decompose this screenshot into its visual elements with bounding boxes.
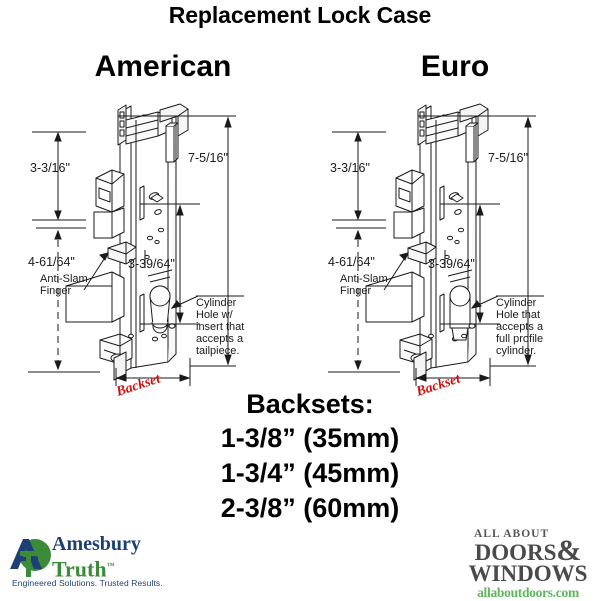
callout-euro-cyl-l1: Cylinder — [496, 297, 537, 309]
ampersand-glyph: & — [556, 534, 582, 567]
amesbury-line1: Amesbury — [52, 533, 141, 555]
dim-euro-top-left: 3-3/16" — [330, 161, 370, 175]
callout-euro-antislam-line2: Finger — [340, 285, 372, 297]
dim-euro-top-right: 7-5/16" — [488, 151, 528, 165]
trademark-symbol: ™ — [106, 561, 115, 570]
dim-american-top-left: 3-3/16" — [30, 161, 70, 175]
allabout-line1: ALL ABOUT — [474, 528, 550, 540]
callout-american-cyl-l4: accepts a — [196, 333, 244, 345]
allabout-website: allaboutdoors.com — [477, 585, 579, 600]
backsets-heading: Backsets: — [246, 389, 374, 419]
dim-euro-bottom-left: 4-61/64" — [328, 255, 375, 269]
lock-diagram-euro: 3-3/16" 4-61/64" Anti-Slam Finger — [300, 100, 600, 400]
backset-option-1: 1-3/8” (35mm) — [220, 423, 400, 453]
backset-option-3: 2-3/8” (60mm) — [220, 493, 400, 523]
callout-american-cyl-l2: Hole w/ — [196, 309, 234, 321]
callout-euro-cyl-l2: Hole that — [496, 309, 540, 321]
lock-drawing-american-svg: 3-3/16" 4-61/64" Anti-Slam Finger — [28, 103, 244, 400]
allabout-line2: DOORS& — [474, 534, 582, 567]
callout-euro-cyl-l5: cylinder. — [496, 345, 536, 357]
lock-diagram-american: 3-3/16" 4-61/64" Anti-Slam Finger — [0, 100, 300, 400]
callout-american-antislam-line1: Anti-Slam — [40, 273, 88, 285]
amesbury-truth-mark-icon — [10, 539, 51, 577]
callout-american-cyl-l5: tailpiece. — [196, 345, 239, 357]
backsets-block: Backsets: 1-3/8” (35mm) 1-3/4” (45mm) 2-… — [160, 388, 460, 526]
allabout-line3: WINDOWS — [468, 561, 588, 586]
amesbury-wordmark: Amesbury Truth™ — [52, 534, 141, 580]
backset-option-2: 1-3/4” (45mm) — [220, 458, 400, 488]
callout-american-cyl-l3: insert that — [196, 321, 244, 333]
amesbury-tagline: Engineered Solutions. Trusted Results. — [12, 578, 163, 588]
callout-euro-cyl-l3: accepts a — [496, 321, 544, 333]
logo-amesbury-truth: Amesbury Truth™ Engineered Solutions. Tr… — [8, 533, 198, 591]
amesbury-line2: Truth™ — [52, 556, 115, 582]
callout-euro-antislam-line1: Anti-Slam — [340, 273, 388, 285]
dim-american-bottom-left: 4-61/64" — [28, 255, 75, 269]
dim-american-top-right: 7-5/16" — [188, 151, 228, 165]
callout-euro-cyl-l4: full profile — [496, 333, 543, 345]
logo-allaboutdoors: ALL ABOUT DOORS& WINDOWS allaboutdoors.c… — [460, 528, 596, 600]
callout-american-cyl-l1: Cylinder — [196, 297, 237, 309]
heading-american: American — [94, 50, 232, 83]
page-title: Replacement Lock Case — [168, 2, 432, 28]
heading-euro: Euro — [420, 50, 490, 83]
callout-euro-cylinder: Cylinder Hole that accepts a full profil… — [496, 297, 544, 357]
callout-american-cylinder: Cylinder Hole w/ insert that accepts a t… — [196, 297, 244, 357]
callout-american-antislam-line2: Finger — [40, 285, 72, 297]
lock-drawing-euro-svg: 3-3/16" 4-61/64" Anti-Slam Finger — [328, 103, 544, 400]
dim-euro-mid-right: 3-39/64" — [428, 257, 475, 271]
dim-american-mid-right: 3-39/64" — [128, 257, 175, 271]
